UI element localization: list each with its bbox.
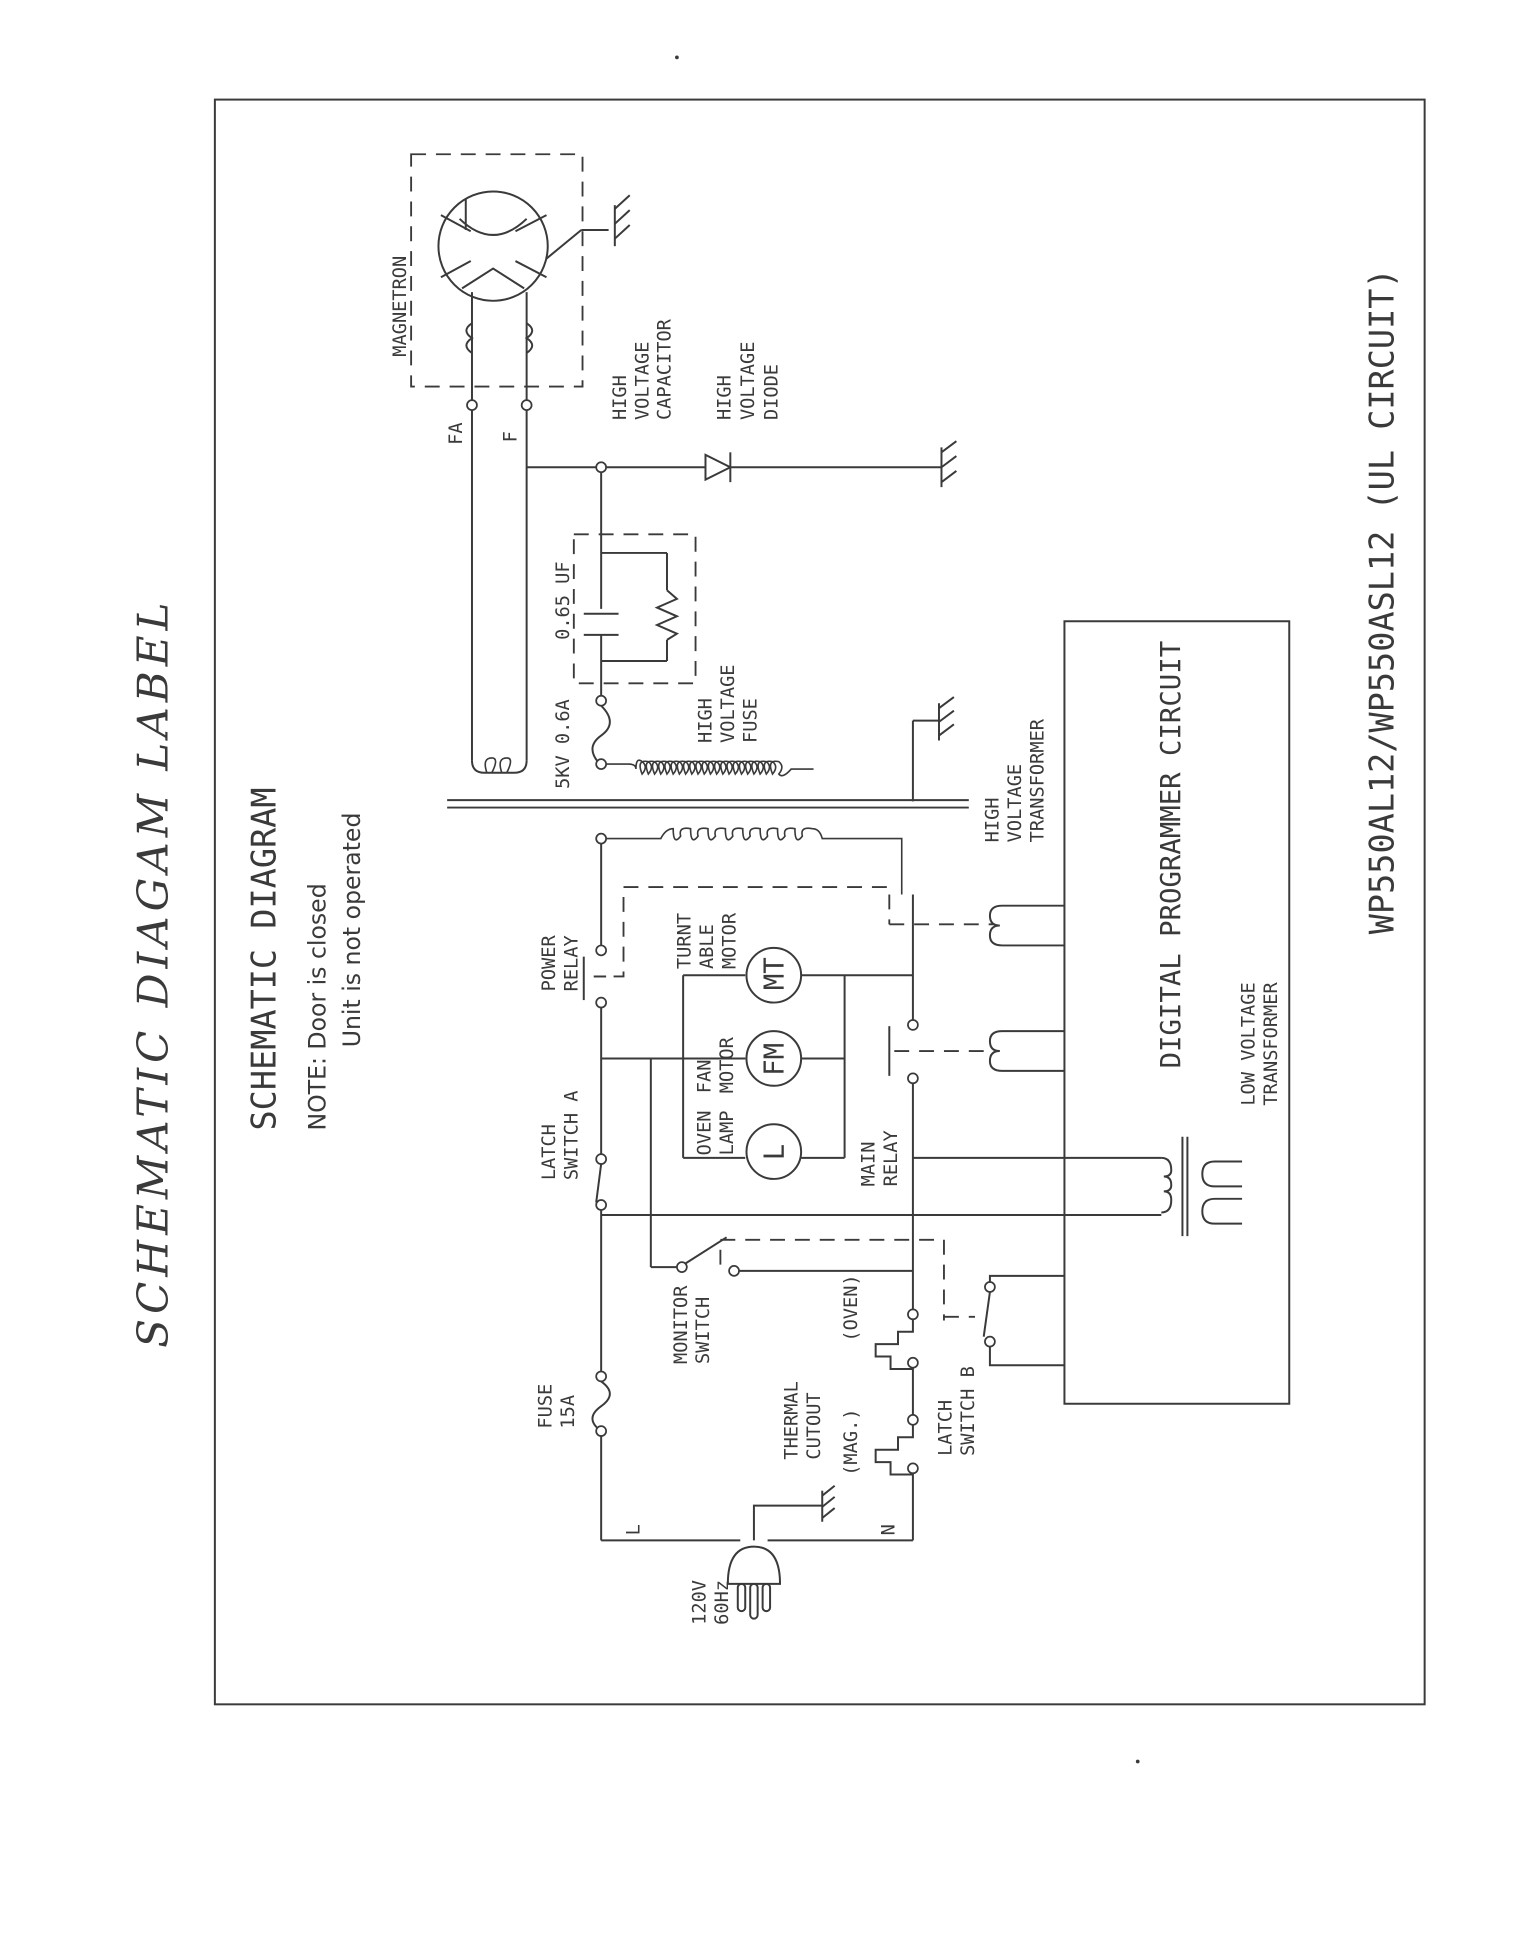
monitor-switch [650,1236,945,1321]
digital-programmer-circuit [1063,620,1291,1405]
handwritten-title: SCHEMATIC DIAGAM LABEL [129,597,178,1347]
note-line-2: Unit is not operated [338,813,366,1048]
power-relay [582,886,994,1009]
monitor-switch-label-2: SWITCH [693,1297,714,1364]
oven-lamp: L [745,1123,803,1180]
terminal-f-label: F [501,431,522,442]
turntable-label-2: ABLE [697,924,718,969]
hv-transformer-label-3: TRANSFORMER [1027,718,1048,842]
neutral-label: N [878,1524,899,1535]
thermal-cutout-mag [874,1424,914,1476]
supply-voltage: 120V [689,1580,710,1625]
latch-switch-b-label-2: SWITCH B [958,1366,979,1456]
main-relay [888,1026,994,1076]
hv-fuse-rating: 5KV 0.6A [553,699,574,789]
hv-capacitor-label-2: VOLTAGE [632,342,653,421]
note-line-1: NOTE: Door is closed [303,883,331,1130]
hv-transformer-label-2: VOLTAGE [1005,764,1026,843]
magnetron-label: MAGNETRON [390,256,411,357]
turntable-motor: MT [745,946,803,1004]
diagram-frame [213,98,1426,1706]
latch-switch-a [595,1153,607,1211]
lv-transformer-label-2: TRANSFORMER [1261,982,1282,1106]
thermal-cutout-oven [874,1319,914,1370]
hv-capacitor-label-3: CAPACITOR [655,318,676,420]
ground-symbol [940,440,957,488]
latch-switch-b-label-1: LATCH [935,1400,956,1456]
model-caption: WP550AL12/WP550ASL12 (UL CIRCUIT) [1363,268,1402,934]
hv-capacitor [572,472,697,699]
oven-lamp-label-2: LAMP [717,1110,738,1155]
magnetron-tube [437,190,549,302]
fuse-label-1: FUSE [535,1384,556,1429]
hv-transformer-label-1: HIGH [983,797,1004,842]
power-relay-coil [988,904,1065,947]
ground-symbol [937,696,955,741]
power-relay-label-1: POWER [539,935,560,992]
hv-fuse-label-3: FUSE [740,698,761,743]
turntable-label-1: TURNT [675,913,696,969]
scan-speck [675,55,679,60]
scan-speck [1135,1759,1140,1764]
thermal-cutout-label-2: CUTOUT [804,1392,825,1459]
fan-motor-label-2: MOTOR [717,1036,738,1093]
ground-symbol [821,1484,836,1522]
hv-secondary-winding [606,719,939,802]
monitor-switch-label-1: MONITOR [671,1285,692,1364]
hv-fuse-label-2: VOLTAGE [718,664,739,743]
latch-switch-a-label-2: SWITCH A [562,1090,583,1180]
turntable-label-3: MOTOR [719,912,740,969]
thermal-cutout-label-1: THERMAL [781,1381,802,1460]
fuse-label-2: 15A [558,1395,579,1429]
hv-capacitor-label-1: HIGH [610,375,631,420]
terminal-fa-label: FA [446,422,467,444]
oven-lamp-label-1: OVEN [694,1110,715,1155]
magnetron-enclosure [410,153,584,388]
power-plug [726,1545,782,1620]
latch-switch-a-label-1: LATCH [539,1124,560,1180]
fan-motor-label-1: FAN [694,1060,715,1094]
hv-primary-winding [595,827,903,895]
thermal-oven-label: (OVEN) [841,1274,862,1341]
hv-fuse [591,694,611,770]
magnetron: MAGNETRON [390,153,609,411]
main-relay-label-2: RELAY [881,1130,902,1186]
latch-switch-b [943,1274,1065,1367]
fan-motor: FM [745,1030,803,1087]
supply-frequency: 60Hz [712,1580,733,1625]
capacitor-value: 0.65 UF [553,561,574,640]
diagram-title: SCHEMATIC DIAGRAM [245,787,284,1130]
thermal-mag-label: (MAG.) [841,1409,862,1476]
main-fuse [591,1370,611,1437]
fan-motor-symbol: FM [760,1043,791,1076]
digital-programmer-label: DIGITAL PROGRAMMER CIRCUIT [1156,641,1187,1069]
lv-transformer-label-1: LOW VOLTAGE [1238,982,1259,1105]
hv-transformer-core [447,799,969,809]
main-relay-coil [988,1030,1065,1072]
lv-transformer [1161,1136,1243,1237]
turntable-motor-symbol: MT [760,957,791,990]
ground-symbol [613,194,631,247]
hv-diode-label-2: VOLTAGE [738,342,759,421]
oven-lamp-symbol: L [760,1144,791,1160]
line-label: L [624,1524,645,1535]
hv-fuse-label-1: HIGH [696,698,717,743]
hv-diode [704,452,733,483]
power-relay-label-2: RELAY [562,935,583,991]
hv-diode-label-1: HIGH [714,375,735,420]
hv-diode-label-3: DIODE [762,364,783,420]
main-relay-label-1: MAIN [858,1142,879,1187]
